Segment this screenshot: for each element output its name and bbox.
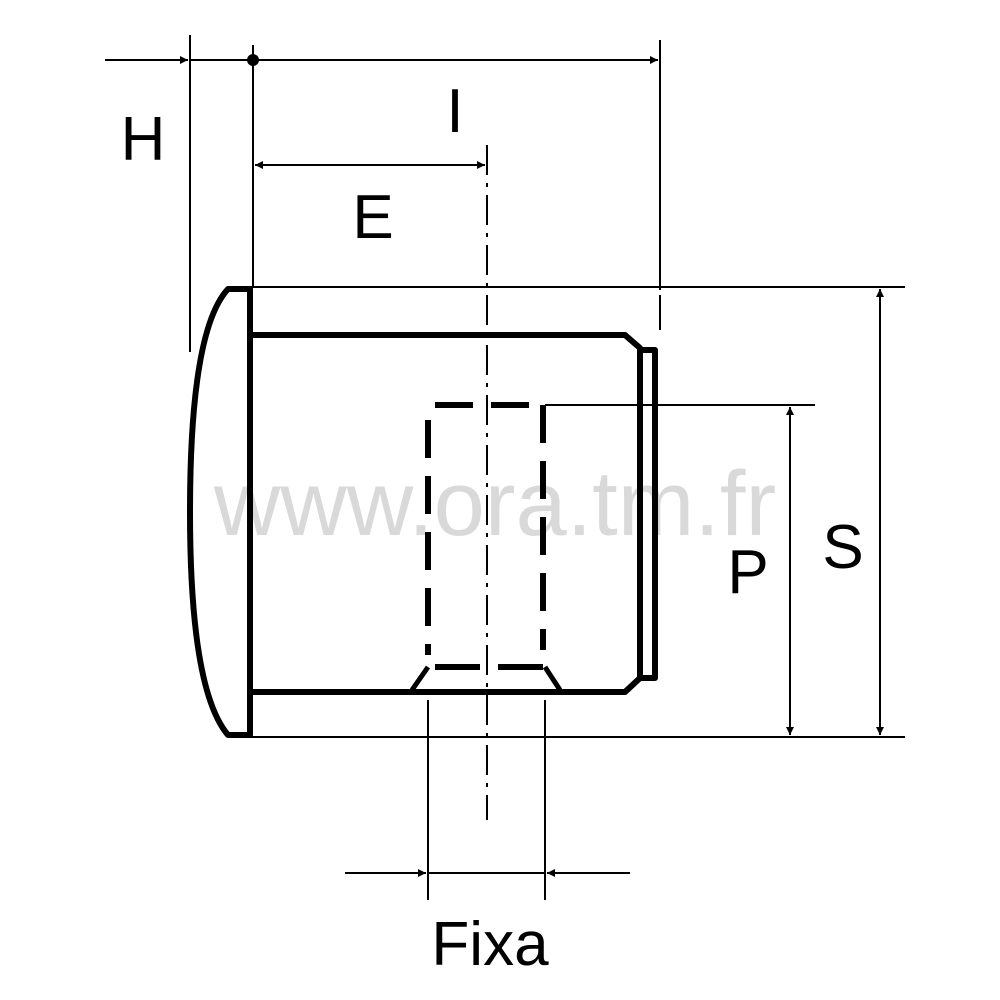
cap-flange	[637, 347, 658, 681]
hidden-insert	[425, 402, 546, 670]
label-h: H	[121, 105, 166, 174]
label-fixa: Fixa	[431, 910, 549, 979]
origin-dot	[247, 54, 259, 66]
dimension-lines	[105, 35, 905, 900]
cap-head	[187, 286, 253, 738]
insert-chamfers	[409, 665, 563, 692]
label-p: P	[727, 538, 768, 607]
watermark: www.ora.tm.fr	[213, 453, 776, 555]
label-s: S	[822, 513, 863, 582]
end-cap-outline	[187, 286, 658, 738]
label-e: E	[352, 183, 393, 252]
label-i: I	[446, 77, 463, 146]
